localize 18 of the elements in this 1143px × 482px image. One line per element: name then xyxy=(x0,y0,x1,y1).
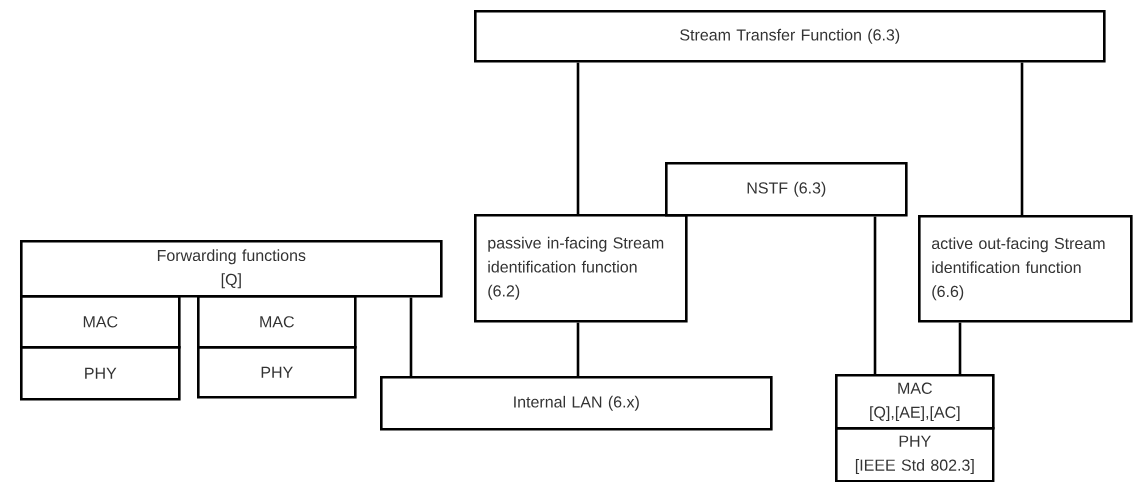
function-box: Forwarding functions [Q] xyxy=(20,240,443,298)
layer-box: MAC xyxy=(197,295,357,349)
connector-line xyxy=(958,322,962,374)
connector-line xyxy=(873,216,877,374)
layer-box: PHY xyxy=(197,346,357,399)
connector-line xyxy=(409,297,413,376)
connector-line xyxy=(1020,62,1024,215)
connector-line xyxy=(576,62,580,214)
layer-box: PHY xyxy=(20,346,181,401)
function-box: NSTF (6.3) xyxy=(665,162,908,217)
layer-box: MAC [Q],[AE],[AC] xyxy=(835,374,995,430)
layer-box: PHY [IEEE Std 802.3] xyxy=(835,427,995,482)
function-box: active out-facing Stream identification function (6.6) xyxy=(918,215,1133,323)
lan-box: Internal LAN (6.x) xyxy=(380,376,773,431)
connector-line xyxy=(576,322,580,376)
function-box: passive in-facing Stream identification function (6.2) xyxy=(474,214,688,323)
function-box: Stream Transfer Function (6.3) xyxy=(474,10,1106,63)
layer-box: MAC xyxy=(20,295,181,349)
